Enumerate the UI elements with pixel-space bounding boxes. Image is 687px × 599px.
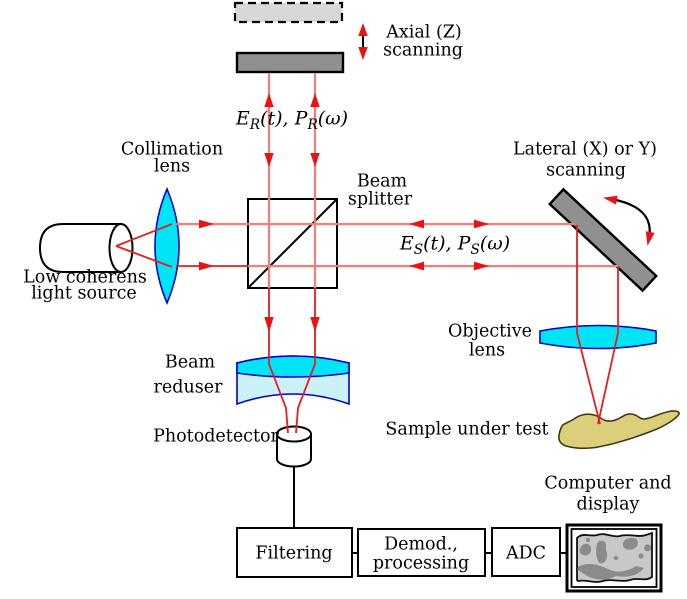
- light-rays: [115, 73, 619, 434]
- arrow-down-2: [310, 153, 320, 167]
- source-ray-bottom: [115, 245, 173, 268]
- converging-ray-left: [268, 363, 289, 434]
- computer-display-icon: [565, 523, 663, 593]
- objective-lens-icon: [539, 324, 657, 350]
- label-computer-line2: display: [576, 494, 640, 515]
- rotation-arrow-icon: [603, 195, 655, 246]
- label-reference-field-formula: ER(t), PR(ω): [235, 107, 349, 134]
- arrow-down-4: [310, 317, 320, 332]
- light-source-icon: [38, 223, 134, 273]
- label-demod-line2: processing: [372, 553, 470, 574]
- label-adc: ADC: [505, 543, 547, 564]
- arrow-left-1: [409, 219, 424, 229]
- scanning-mirror-icon: [548, 187, 658, 293]
- label-sample: Sample under test: [385, 419, 549, 440]
- label-sample-field-formula: ES(t), PS(ω): [399, 232, 511, 259]
- arrow-right-2: [199, 261, 214, 271]
- label-source-line1: Low coherens: [23, 267, 147, 288]
- label-objective-line1: Objective: [447, 321, 533, 342]
- label-beam-splitter-line1: Beam: [356, 171, 408, 192]
- label-beam-splitter-line2: splitter: [347, 189, 413, 210]
- beam-reducer-icon: [236, 355, 350, 406]
- label-beam-reducer-line1: Beam: [164, 352, 216, 373]
- label-source-line2: light source: [31, 283, 137, 304]
- label-computer-line1: Computer and: [544, 473, 672, 494]
- label-lateral-line2: scanning: [546, 160, 626, 181]
- collimation-lens-icon: [154, 186, 180, 306]
- converging-ray-right: [295, 363, 316, 434]
- filtering-box: [236, 527, 353, 578]
- label-collimation-line1: Collimation: [120, 139, 224, 160]
- arrow-right-4: [474, 261, 489, 271]
- demod-box: [357, 528, 486, 577]
- arrow-up-1: [264, 93, 274, 107]
- source-ray-top: [115, 223, 173, 247]
- photodetector-icon: [276, 425, 312, 468]
- reference-mirror-ghost-icon: [233, 1, 344, 24]
- label-lateral-line1: Lateral (X) or Y): [513, 139, 657, 160]
- beam-splitter-icon: [247, 198, 338, 289]
- arrow-right-1: [199, 219, 214, 229]
- label-beam-reducer-line2: reduser: [153, 377, 223, 398]
- axial-scan-arrow-icon: [358, 23, 368, 60]
- label-demod-line1: Demod.,: [384, 534, 458, 555]
- focus-ray-right: [597, 332, 619, 425]
- label-photodetector: Photodetector: [153, 426, 279, 447]
- label-axial-line2: scanning: [383, 40, 463, 61]
- label-collimation-line2: lens: [153, 156, 191, 177]
- arrow-left-2: [409, 261, 424, 271]
- arrow-up-2: [310, 93, 320, 107]
- sample-icon: [558, 410, 680, 450]
- focus-ray-left: [576, 332, 601, 425]
- arrow-right-3: [474, 219, 489, 229]
- label-filtering: Filtering: [255, 543, 333, 564]
- adc-box: [491, 527, 561, 577]
- reference-mirror-icon: [235, 51, 345, 74]
- label-axial-line1: Axial (Z): [386, 22, 462, 43]
- arrow-down-1: [264, 153, 274, 167]
- label-objective-line2: lens: [468, 340, 506, 361]
- arrow-down-3: [264, 317, 274, 332]
